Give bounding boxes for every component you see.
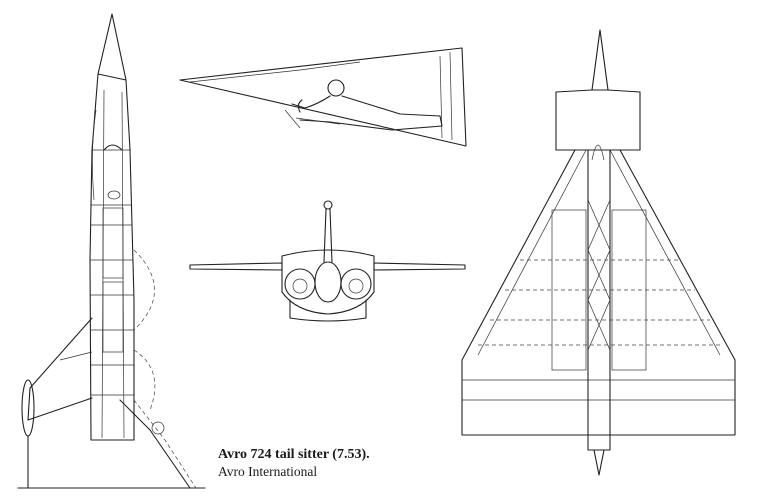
side-view — [17, 13, 206, 489]
prone-pilot-figure — [291, 79, 443, 131]
caption-credit: Avro International — [218, 464, 318, 479]
cockpit-cutaway-view — [179, 47, 467, 147]
figure-caption: Avro 724 tail sitter (7.53). Avro Intern… — [218, 446, 370, 480]
plan-view — [461, 29, 736, 476]
caption-title: Avro 724 tail sitter (7.53). — [218, 447, 370, 462]
front-view — [189, 200, 466, 322]
